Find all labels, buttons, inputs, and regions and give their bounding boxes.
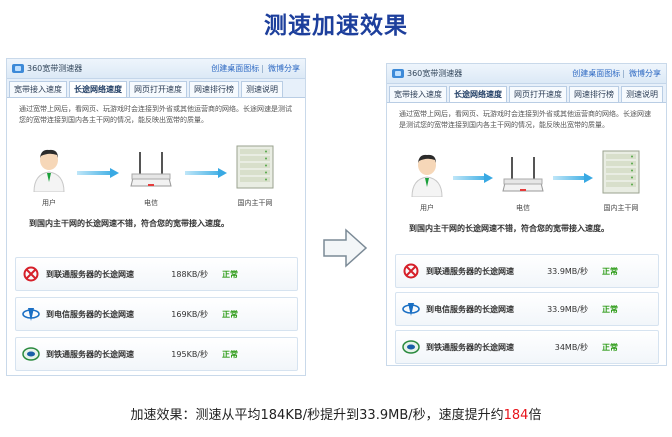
- china-telecom-icon: [22, 305, 40, 323]
- app-logo-icon: [392, 69, 404, 78]
- caption-highlight: 184: [503, 408, 529, 423]
- page-title: 测速加速效果: [264, 13, 408, 39]
- isp-label: 电信: [144, 199, 158, 207]
- china-unicom-icon: [402, 262, 420, 280]
- flow-arrow: [453, 173, 493, 183]
- user-label: 用户: [42, 199, 56, 207]
- network-flow-diagram: 用户 电信: [7, 142, 305, 212]
- user-node: 用户: [407, 153, 447, 213]
- tab-bar: 宽带接入速度 长途网络速度 网页打开速度 网速排行榜 测速说明: [7, 79, 305, 98]
- create-desktop-icon-link[interactable]: 创建桌面图标: [572, 69, 621, 78]
- row-status: 正常: [222, 269, 238, 279]
- app-logo-icon: [12, 64, 24, 73]
- row-label: 到联通服务器的长途网速: [426, 266, 514, 276]
- row-speed: 33.9MB/秒: [547, 266, 588, 276]
- result-row-unicom: 到联通服务器的长途网速 33.9MB/秒 正常: [395, 254, 659, 288]
- row-label: 到电信服务器的长途网速: [46, 309, 134, 319]
- result-row-railcom: 到铁通服务器的长途网速 195KB/秒 正常: [15, 337, 298, 371]
- tab-access-speed[interactable]: 宽带接入速度: [389, 86, 447, 102]
- server-rack-icon: [602, 150, 640, 194]
- app-name: 360宽带测速器: [407, 69, 463, 78]
- tab-bar: 宽带接入速度 长途网络速度 网页打开速度 网速排行榜 测速说明: [387, 84, 666, 103]
- weibo-share-link[interactable]: 微博分享: [629, 69, 661, 78]
- result-row-telecom: 到电信服务器的长途网速 169KB/秒 正常: [15, 297, 298, 331]
- row-label: 到铁通服务器的长途网速: [426, 342, 514, 352]
- row-speed: 169KB/秒: [171, 309, 208, 319]
- tab-test-help[interactable]: 测速说明: [621, 86, 663, 102]
- before-after-arrow-icon: [322, 228, 368, 272]
- tab-test-help[interactable]: 测速说明: [241, 81, 283, 97]
- row-status: 正常: [602, 304, 618, 314]
- intro-text: 通过宽带上网后，看网页、玩游戏时会连接到外省或其他运营商的网络。长途网速是测试您…: [19, 105, 292, 124]
- user-label: 用户: [420, 204, 434, 212]
- china-railcom-icon: [22, 345, 40, 363]
- row-label: 到联通服务器的长途网速: [46, 269, 134, 279]
- result-row-telecom: 到电信服务器的长途网速 33.9MB/秒 正常: [395, 292, 659, 326]
- result-caption: 加速效果：测速从平均184KB/秒提升到33.9MB/秒，速度提升约184倍: [0, 404, 672, 423]
- tab-speed-ranking[interactable]: 网速排行榜: [189, 81, 239, 97]
- isp-label: 电信: [516, 204, 530, 212]
- intro-text: 通过宽带上网后，看网页、玩游戏时会连接到外省或其他运营商的网络。长途网速是测试您…: [399, 110, 651, 129]
- row-label: 到电信服务器的长途网速: [426, 304, 514, 314]
- server-rack-icon: [236, 145, 274, 189]
- backbone-node: 国内主干网: [229, 144, 281, 208]
- speedtest-window-after: 360宽带测速器 创建桌面图标 | 微博分享 宽带接入速度 长途网络速度 网页打…: [386, 63, 667, 366]
- row-status: 正常: [602, 266, 618, 276]
- result-row-unicom: 到联通服务器的长途网速 188KB/秒 正常: [15, 257, 298, 291]
- app-name: 360宽带测速器: [27, 64, 83, 73]
- user-node: 用户: [29, 148, 69, 208]
- tab-webpage-speed[interactable]: 网页打开速度: [509, 86, 567, 102]
- router-icon: [130, 152, 172, 187]
- flow-arrow: [185, 168, 227, 178]
- row-status: 正常: [222, 309, 238, 319]
- tab-access-speed[interactable]: 宽带接入速度: [9, 81, 67, 97]
- result-summary: 到国内主干网的长途网速不错，符合您的宽带接入速度。: [29, 219, 229, 228]
- row-speed: 188KB/秒: [171, 269, 208, 279]
- row-status: 正常: [222, 349, 238, 359]
- tab-webpage-speed[interactable]: 网页打开速度: [129, 81, 187, 97]
- flow-arrow: [553, 173, 593, 183]
- row-status: 正常: [602, 342, 618, 352]
- result-summary: 到国内主干网的长途网速不错，符合您的宽带接入速度。: [409, 224, 609, 233]
- tab-long-distance-speed[interactable]: 长途网络速度: [449, 86, 507, 102]
- backbone-node: 国内主干网: [595, 149, 647, 213]
- link-separator: |: [622, 69, 625, 78]
- user-icon: [33, 149, 65, 193]
- window-titlebar: 360宽带测速器 创建桌面图标 | 微博分享: [7, 59, 305, 79]
- flow-arrow: [77, 168, 119, 178]
- china-unicom-icon: [22, 265, 40, 283]
- row-speed: 34MB/秒: [554, 342, 588, 352]
- tab-long-distance-speed[interactable]: 长途网络速度: [69, 81, 127, 97]
- create-desktop-icon-link[interactable]: 创建桌面图标: [211, 64, 260, 73]
- speedtest-window-before: 360宽带测速器 创建桌面图标 | 微博分享 宽带接入速度 长途网络速度 网页打…: [6, 58, 306, 376]
- tab-speed-ranking[interactable]: 网速排行榜: [569, 86, 619, 102]
- china-railcom-icon: [402, 338, 420, 356]
- weibo-share-link[interactable]: 微博分享: [268, 64, 300, 73]
- router-icon: [502, 157, 544, 192]
- user-icon: [411, 154, 443, 198]
- row-speed: 33.9MB/秒: [547, 304, 588, 314]
- network-flow-diagram: 用户 电信: [387, 147, 666, 217]
- router-node: 电信: [499, 153, 547, 213]
- backbone-label: 国内主干网: [603, 204, 639, 212]
- result-row-railcom: 到铁通服务器的长途网速 34MB/秒 正常: [395, 330, 659, 364]
- china-telecom-icon: [402, 300, 420, 318]
- router-node: 电信: [127, 148, 175, 208]
- backbone-label: 国内主干网: [237, 199, 273, 207]
- caption-prefix: 加速效果：测速从平均184KB/秒提升到33.9MB/秒，速度提升约: [130, 408, 504, 423]
- caption-suffix: 倍: [528, 408, 542, 423]
- window-titlebar: 360宽带测速器 创建桌面图标 | 微博分享: [387, 64, 666, 84]
- link-separator: |: [261, 64, 264, 73]
- row-speed: 195KB/秒: [171, 349, 208, 359]
- row-label: 到铁通服务器的长途网速: [46, 349, 134, 359]
